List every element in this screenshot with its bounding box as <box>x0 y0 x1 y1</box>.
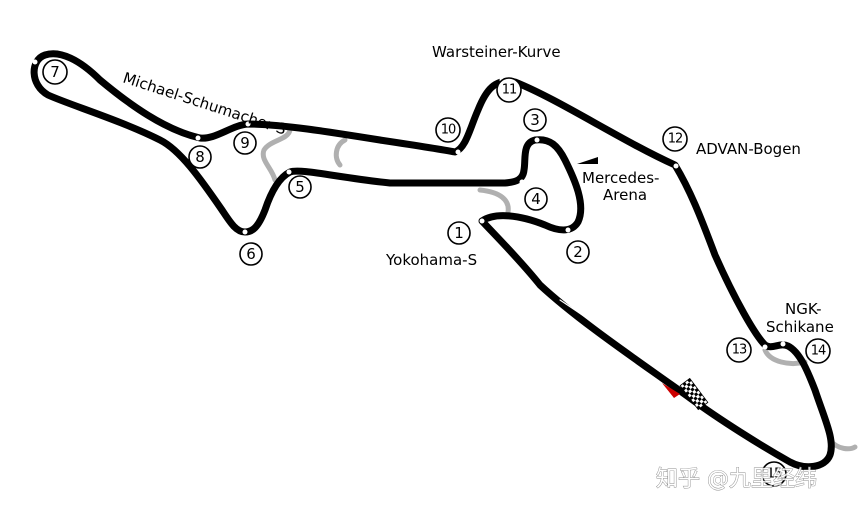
track-main <box>30 50 835 471</box>
mercedes-arena-pointer-icon <box>577 157 598 164</box>
turn-7: 7 <box>42 59 68 85</box>
apex-14 <box>780 341 786 347</box>
alt-section-10-4 <box>333 137 348 168</box>
svg-text:13: 13 <box>732 343 747 358</box>
svg-text:5: 5 <box>295 178 305 196</box>
alt-section-9-5 <box>260 127 293 183</box>
apex-2 <box>565 227 571 233</box>
turn-12: 12 <box>662 126 688 152</box>
turn-15: 15 <box>761 461 787 487</box>
svg-text:2: 2 <box>573 243 583 261</box>
svg-text:12: 12 <box>668 132 683 147</box>
apex-1 <box>479 218 485 224</box>
apex-markers <box>32 59 786 350</box>
turn-11: 11 <box>496 77 522 103</box>
turn-13: 13 <box>726 337 752 363</box>
turn-6: 6 <box>239 242 263 266</box>
apex-4 <box>519 179 525 185</box>
watermark: 知乎 @九里经纬 <box>656 467 817 492</box>
turn-9: 9 <box>233 131 257 155</box>
alt-section-4-1 <box>477 187 511 215</box>
svg-text:8: 8 <box>195 148 205 166</box>
direction-arrow-icon <box>662 383 680 398</box>
turn-8: 8 <box>188 145 212 169</box>
apex-13 <box>762 344 768 350</box>
label-ngk-2: Schikane <box>766 318 834 336</box>
apex-8 <box>195 135 201 141</box>
apex-7 <box>32 59 38 65</box>
track-pit-line <box>559 299 791 456</box>
svg-text:9: 9 <box>240 134 250 152</box>
label-michael-schumacher-s: Michael-Schumacher-S <box>121 69 289 139</box>
turn-3: 3 <box>523 108 547 132</box>
turn-markers: 1 2 3 4 5 6 7 8 9 10 11 12 13 14 15 <box>42 59 831 487</box>
apex-10 <box>455 149 461 155</box>
apex-3 <box>534 137 540 143</box>
turn-2: 2 <box>566 240 590 264</box>
svg-text:1: 1 <box>454 224 464 242</box>
turn-10: 10 <box>435 117 461 143</box>
svg-text:14: 14 <box>811 344 826 359</box>
label-yokohama-s: Yokohama-S <box>385 251 477 269</box>
turn-4: 4 <box>524 187 548 211</box>
svg-text:11: 11 <box>502 83 517 98</box>
svg-text:10: 10 <box>441 123 456 138</box>
turn-5: 5 <box>288 175 312 199</box>
apex-12 <box>673 163 679 169</box>
svg-text:7: 7 <box>50 63 60 81</box>
start-finish-flag <box>679 377 709 411</box>
label-advan-bogen: ADVAN-Bogen <box>696 140 801 158</box>
label-mercedes-arena-1: Mercedes- <box>582 169 659 187</box>
svg-text:15: 15 <box>767 467 782 482</box>
apex-5 <box>286 169 292 175</box>
svg-text:6: 6 <box>246 245 256 263</box>
label-warsteiner-kurve: Warsteiner-Kurve <box>432 43 561 61</box>
apex-6 <box>242 229 248 235</box>
label-mercedes-arena-2: Arena <box>603 186 647 204</box>
svg-text:4: 4 <box>531 190 541 208</box>
apex-9 <box>245 121 251 127</box>
turn-1: 1 <box>447 221 471 245</box>
label-ngk-1: NGK- <box>785 300 822 318</box>
turn-14: 14 <box>805 338 831 364</box>
svg-text:3: 3 <box>530 111 540 129</box>
